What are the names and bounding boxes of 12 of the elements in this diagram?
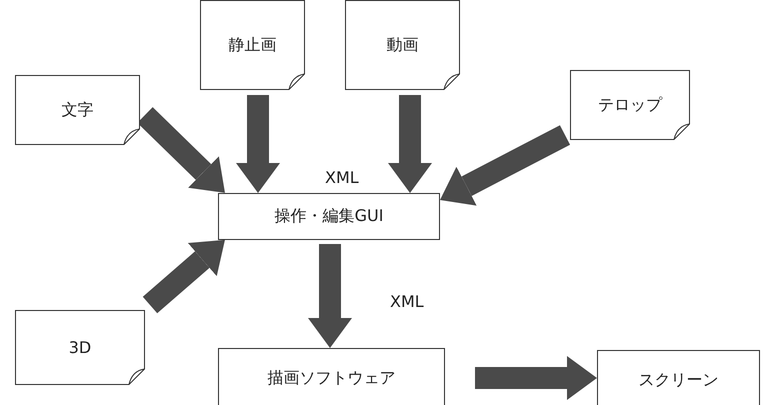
arrow [137, 107, 225, 193]
arrow [236, 95, 280, 193]
process-box: 操作・編集GUI [218, 193, 440, 240]
arrow [475, 356, 597, 400]
arrow [440, 125, 570, 206]
arrow [142, 240, 225, 314]
process-box: 描画ソフトウェア [218, 348, 445, 405]
arrow [388, 95, 432, 193]
process-box: スクリーン [597, 350, 760, 405]
format-label: XML [390, 292, 424, 311]
arrow [308, 244, 352, 348]
format-label: XML [325, 168, 359, 187]
